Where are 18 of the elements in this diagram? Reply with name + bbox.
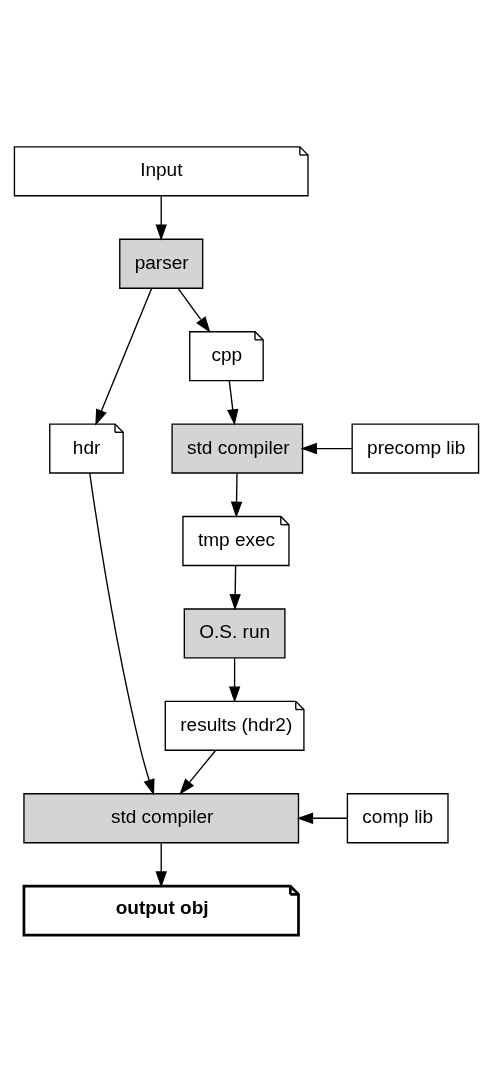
arrow [296,812,348,824]
arrow [228,657,240,703]
node-box: O.S. run [183,608,286,659]
arrow [300,442,353,455]
arrow [155,842,167,888]
node-box: std compiler [22,793,299,844]
arrow [226,380,238,426]
arrow [230,472,242,518]
arrow [88,472,155,796]
arrow [94,287,152,426]
arrow [155,195,167,241]
node-box: comp lib [346,793,449,844]
arrow [178,750,216,795]
node-box: std compiler [170,423,303,474]
node-box: parser [118,238,203,289]
arrow [228,565,241,611]
arrow [177,288,210,333]
node-box: precomp lib [351,423,479,474]
